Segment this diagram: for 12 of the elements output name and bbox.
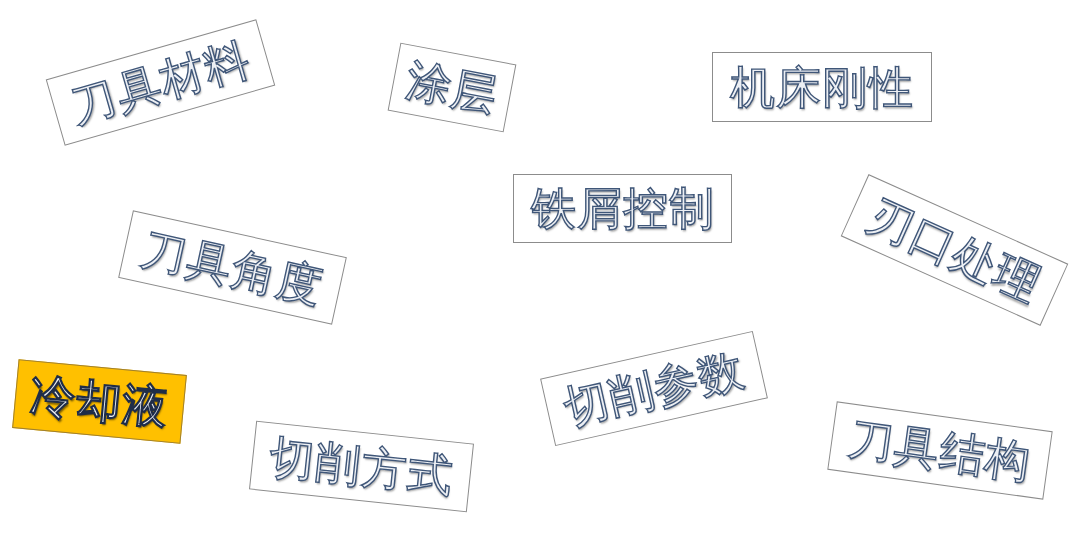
keyword-text: 铁屑控制 (530, 186, 715, 231)
keyword-text: 机床刚性 (730, 64, 914, 110)
keyword-text: 刃口处理 (860, 191, 1048, 308)
keyword-text: 刀具角度 (137, 225, 328, 309)
keyword-box (513, 174, 732, 243)
keyword-text: 涂层 (402, 56, 502, 118)
keyword-text: 切削方式 (267, 434, 456, 499)
keyword-text: 冷却液 (28, 372, 171, 431)
keyword-text: 切削参数 (559, 346, 749, 431)
keyword-box (712, 52, 932, 122)
keyword-text: 刀具材料 (65, 35, 255, 129)
keyword-text: 刀具结构 (845, 415, 1035, 485)
